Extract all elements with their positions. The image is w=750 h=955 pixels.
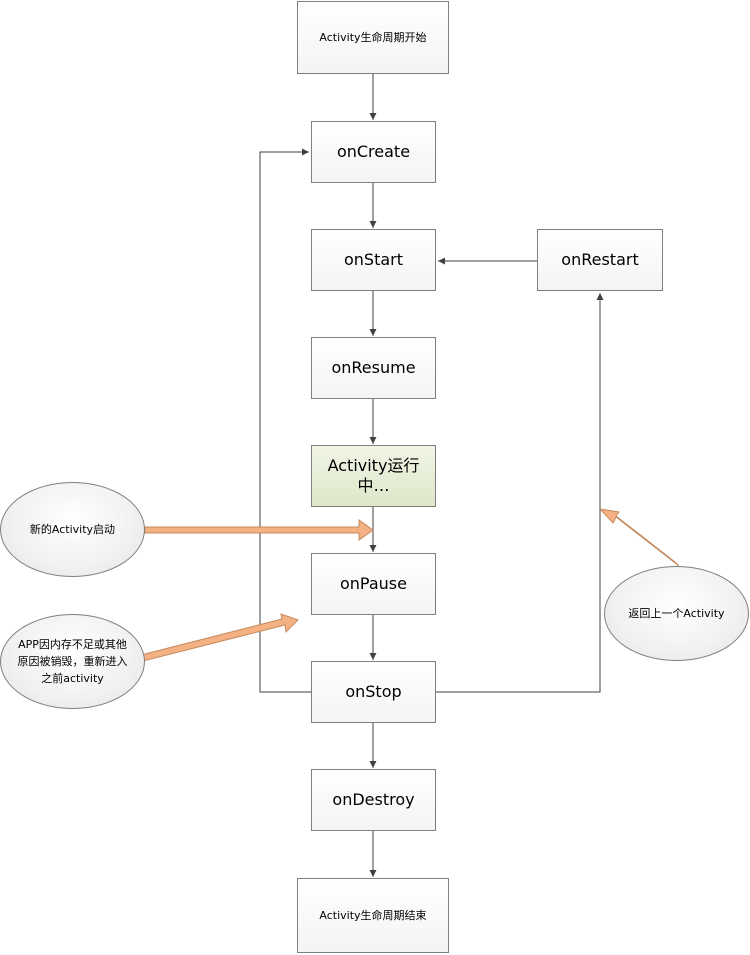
node-onpause-label: onPause <box>340 574 407 593</box>
node-onresume-label: onResume <box>331 358 416 377</box>
node-onstart: onStart <box>311 229 436 291</box>
node-onresume: onResume <box>311 337 436 399</box>
node-onrestart: onRestart <box>537 229 663 291</box>
node-onstart-label: onStart <box>343 250 403 269</box>
node-onrestart-label: onRestart <box>561 250 639 269</box>
node-oncreate-label: onCreate <box>336 142 411 161</box>
node-oncreate: onCreate <box>311 121 436 183</box>
note-new-activity-text: 新的Activity启动 <box>29 522 116 536</box>
note-back-to-activity-text: 返回上一个Activity <box>628 606 725 620</box>
callout-arrow-back <box>598 508 680 567</box>
note-back-to-activity: 返回上一个Activity <box>604 566 749 661</box>
callout-arrow-new-activity <box>144 519 374 541</box>
node-lifecycle-end-label: Activity生命周期结束 <box>319 908 427 922</box>
node-activity-running-label: Activity运行中… <box>327 456 420 495</box>
note-new-activity: 新的Activity启动 <box>0 482 145 577</box>
node-onpause: onPause <box>311 553 436 615</box>
callout-arrow-killed <box>140 613 299 662</box>
edge-onstop-to-onrestart <box>436 293 604 693</box>
node-activity-running: Activity运行中… <box>311 445 436 507</box>
note-app-killed: APP因内存不足或其他原因被销毁，重新进入之前activity <box>0 614 145 709</box>
node-onstop: onStop <box>311 661 436 723</box>
node-ondestroy: onDestroy <box>311 769 436 831</box>
note-app-killed-text: APP因内存不足或其他原因被销毁，重新进入之前activity <box>17 637 128 686</box>
edge-onstop-to-oncreate <box>259 148 311 693</box>
node-lifecycle-start-label: Activity生命周期开始 <box>319 30 427 44</box>
node-onstop-label: onStop <box>345 682 402 701</box>
node-ondestroy-label: onDestroy <box>332 790 415 809</box>
node-lifecycle-end: Activity生命周期结束 <box>297 878 449 953</box>
node-lifecycle-start: Activity生命周期开始 <box>297 1 449 74</box>
